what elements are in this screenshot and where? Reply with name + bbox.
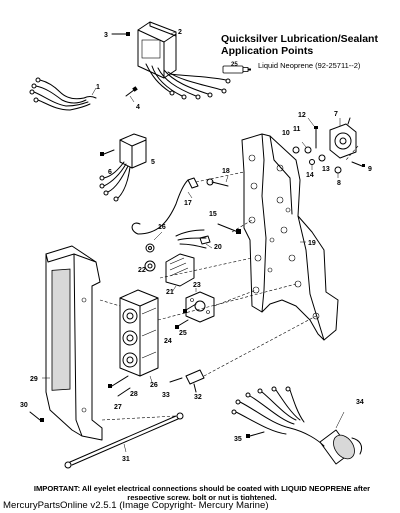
callout-28: 28: [130, 391, 138, 398]
part-9-screw[interactable]: [351, 161, 365, 167]
callout-8: 8: [337, 180, 341, 187]
callout-6: 6: [108, 169, 112, 176]
part-12-bolt[interactable]: [307, 117, 318, 149]
assembly-lines: [99, 145, 359, 421]
callout-11: 11: [293, 126, 301, 133]
part-7-solenoid[interactable]: [329, 117, 357, 159]
part-35-screw[interactable]: [246, 431, 265, 438]
part-6-screw[interactable]: [100, 149, 115, 156]
page-title: Quicksilver Lubrication/Sealant Applicat…: [221, 33, 396, 57]
callout-15: 15: [209, 211, 217, 218]
callout-7: 7: [334, 111, 338, 118]
callout-18: 18: [222, 168, 230, 175]
part-17-spark-lead[interactable]: [131, 177, 199, 235]
callout-14: 14: [306, 172, 314, 179]
part-21-regulator[interactable]: [165, 253, 195, 293]
part-20-clip[interactable]: [199, 235, 213, 249]
part-14-washer[interactable]: [309, 159, 315, 171]
callout-2: 2: [178, 29, 182, 36]
page-title-line-1: Quicksilver Lubrication/Sealant: [221, 33, 378, 45]
callout-16: 16: [158, 224, 166, 231]
callout-33: 33: [162, 392, 170, 399]
sealant-legend: 25 Liquid Neoprene (92-25711--2): [222, 59, 361, 73]
part-19-mounting-plate[interactable]: [241, 133, 339, 341]
callout-4: 4: [136, 104, 140, 111]
part-27-screw[interactable]: [108, 375, 131, 397]
callout-19: 19: [308, 240, 316, 247]
part-11-nut[interactable]: [301, 141, 312, 154]
callout-34: 34: [356, 399, 364, 406]
callout-1: 1: [96, 84, 100, 91]
callout-32: 32: [194, 394, 202, 401]
part-22-grommet[interactable]: [144, 260, 156, 272]
part-4-screw[interactable]: [125, 86, 138, 103]
sealant-legend-text: Liquid Neoprene (92-25711--2): [258, 60, 361, 70]
callout-17: 17: [184, 200, 192, 207]
copyright-footer: MercuryPartsOnline v2.5.1 (Image Copyrig…: [3, 500, 397, 512]
part-25-screw[interactable]: [183, 303, 197, 313]
callouts: 1 2 3 4 5 6 7 8 9 10 11 12 13 14 15 16 1…: [20, 29, 372, 463]
callout-26: 26: [150, 382, 158, 389]
part-34-main-harness[interactable]: [231, 386, 363, 465]
callout-29: 29: [30, 376, 38, 383]
part-8-nut[interactable]: [334, 166, 342, 178]
part-23-bracket[interactable]: [185, 288, 215, 323]
callout-20: 20: [214, 244, 222, 251]
part-1-harness[interactable]: [29, 77, 97, 111]
part-26-coil-assembly[interactable]: [119, 289, 159, 383]
callout-23: 23: [193, 282, 201, 289]
callout-30: 30: [20, 402, 28, 409]
callout-9: 9: [368, 166, 372, 173]
important-note-line-1: IMPORTANT: All eyelet electrical connect…: [33, 484, 371, 493]
callout-24: 24: [164, 338, 172, 345]
part-5-rectifier[interactable]: [99, 133, 147, 202]
callout-22: 22: [138, 267, 146, 274]
page-title-line-2: Application Points: [221, 45, 314, 57]
important-note-line-2: respective screw, bolt or nut is tighten…: [127, 493, 277, 502]
sealant-tube-icon: 25: [222, 61, 252, 73]
callout-31: 31: [122, 456, 130, 463]
callout-21: 21: [166, 289, 174, 296]
part-24-screw[interactable]: [175, 319, 189, 329]
part-31-ground-strap[interactable]: [64, 412, 184, 469]
part-2-switch-box[interactable]: [137, 21, 231, 100]
part-10-washer[interactable]: [292, 146, 300, 154]
important-note: IMPORTANT: All eyelet electrical connect…: [8, 484, 396, 502]
part-32-connector[interactable]: [185, 369, 205, 393]
callout-13: 13: [322, 166, 330, 173]
part-16-sensor[interactable]: [145, 229, 207, 253]
part-13-nut[interactable]: [318, 154, 326, 162]
callout-27: 27: [114, 404, 122, 411]
callout-25: 25: [179, 330, 187, 337]
part-29-cover[interactable]: [42, 245, 103, 441]
callout-3: 3: [104, 32, 108, 39]
sealant-tube-number: 25: [231, 61, 238, 68]
part-30-screw[interactable]: [29, 411, 44, 422]
callout-5: 5: [151, 159, 155, 166]
part-33-screw[interactable]: [169, 377, 183, 383]
callout-10: 10: [282, 130, 290, 137]
part-3-screw[interactable]: [111, 32, 130, 36]
part-18-stud[interactable]: [206, 175, 229, 187]
callout-12: 12: [298, 112, 306, 119]
callout-35: 35: [234, 436, 242, 443]
